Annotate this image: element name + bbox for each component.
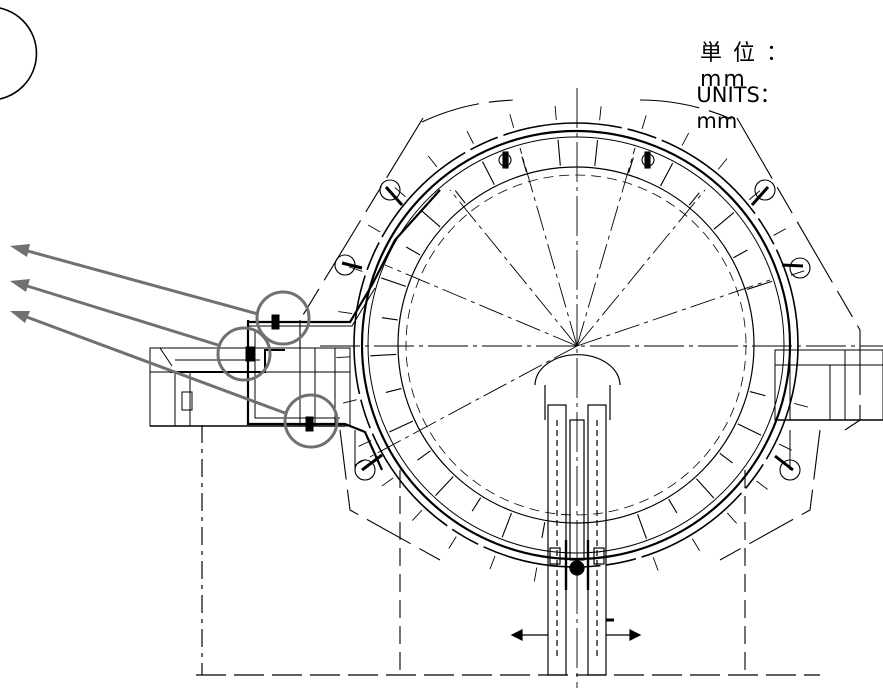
outer-rib-line — [343, 399, 357, 404]
detail-reference-circle — [0, 7, 38, 100]
outer-rib-line — [489, 555, 496, 570]
rib-line — [747, 280, 773, 290]
outer-rib-line — [726, 512, 737, 524]
rib-line — [719, 452, 733, 464]
rib-line — [668, 499, 678, 514]
rib-line — [521, 156, 527, 173]
outer-rib-line — [794, 403, 808, 408]
outer-rib-line — [748, 190, 761, 201]
callout-circle-lower — [283, 393, 339, 449]
rib-line — [737, 423, 762, 436]
center-lines — [320, 88, 883, 688]
rib-line — [481, 161, 495, 185]
outer-rib-line — [790, 270, 805, 276]
rib-line — [405, 246, 421, 256]
outer-rib-line — [599, 106, 602, 121]
callout-arrow-lower — [23, 314, 286, 415]
outer-rib-line — [778, 443, 792, 451]
units-en-value: mm — [696, 109, 738, 133]
outer-rib-line — [652, 557, 659, 571]
units-ja-label: 単 位 ： — [700, 41, 790, 66]
callout-circle-upper — [255, 290, 311, 346]
rib-line — [733, 249, 748, 259]
callout-arrow-middle — [23, 283, 219, 347]
outer-rib-line — [641, 115, 647, 130]
callout-arrowheads — [10, 244, 30, 323]
outer-rib-line — [773, 228, 787, 236]
rib-line — [471, 497, 482, 512]
rib-line — [749, 391, 766, 397]
piping — [170, 189, 441, 471]
outer-rib-line — [756, 480, 768, 490]
right-platform — [774, 349, 883, 421]
arrowhead-middle — [10, 279, 30, 292]
rib-line — [557, 139, 561, 166]
arrowhead-lower — [10, 311, 30, 323]
rib-line — [370, 353, 397, 357]
outer-rib-line — [717, 158, 728, 170]
units-label-japanese: 単 位 ： mm — [682, 10, 790, 92]
rib-line — [541, 522, 546, 539]
outer-rib-line — [336, 356, 351, 359]
rib-line — [501, 512, 513, 538]
rib-line — [688, 192, 700, 206]
outer-rib-line — [348, 266, 363, 272]
rib-line — [713, 212, 735, 230]
outer-rib-line — [427, 155, 438, 168]
outer-rib-line — [554, 105, 557, 120]
outer-rib-line — [533, 567, 538, 582]
callout-arrow-upper — [23, 248, 259, 316]
outer-rib-line — [692, 538, 700, 551]
rib-line — [417, 450, 431, 461]
outer-rib-line — [466, 130, 474, 144]
rib-line — [420, 209, 441, 228]
rib-line — [696, 478, 715, 499]
outer-rib-line — [367, 224, 381, 233]
foundation — [196, 425, 820, 676]
rib-line — [389, 420, 414, 433]
units-label-english: UNITS： mm — [683, 55, 781, 133]
rib-line — [385, 388, 402, 393]
rib-line — [435, 476, 454, 497]
callout-circle-middle — [216, 326, 272, 382]
rib-line — [628, 157, 634, 174]
rib-line — [381, 277, 406, 287]
units-en-label: UNITS： — [696, 83, 781, 107]
outer-rib-line — [509, 114, 515, 128]
callouts — [23, 248, 339, 449]
rib-line — [637, 513, 647, 539]
fixtures — [334, 151, 811, 481]
outer-shield-ring — [299, 99, 861, 561]
outer-rib-line — [448, 536, 457, 549]
outer-rib-line — [381, 477, 394, 487]
arrowhead-upper — [10, 244, 30, 257]
rib-line — [594, 140, 599, 167]
outer-rib-line — [681, 132, 690, 146]
rib-line — [454, 190, 466, 204]
rib-line — [381, 317, 398, 321]
rib-line — [660, 162, 674, 187]
units-ja-value: mm — [700, 67, 747, 92]
support-columns — [510, 354, 642, 676]
radial-ribs — [336, 105, 808, 582]
outer-rib-line — [411, 509, 423, 521]
outer-rib-line — [338, 311, 353, 314]
